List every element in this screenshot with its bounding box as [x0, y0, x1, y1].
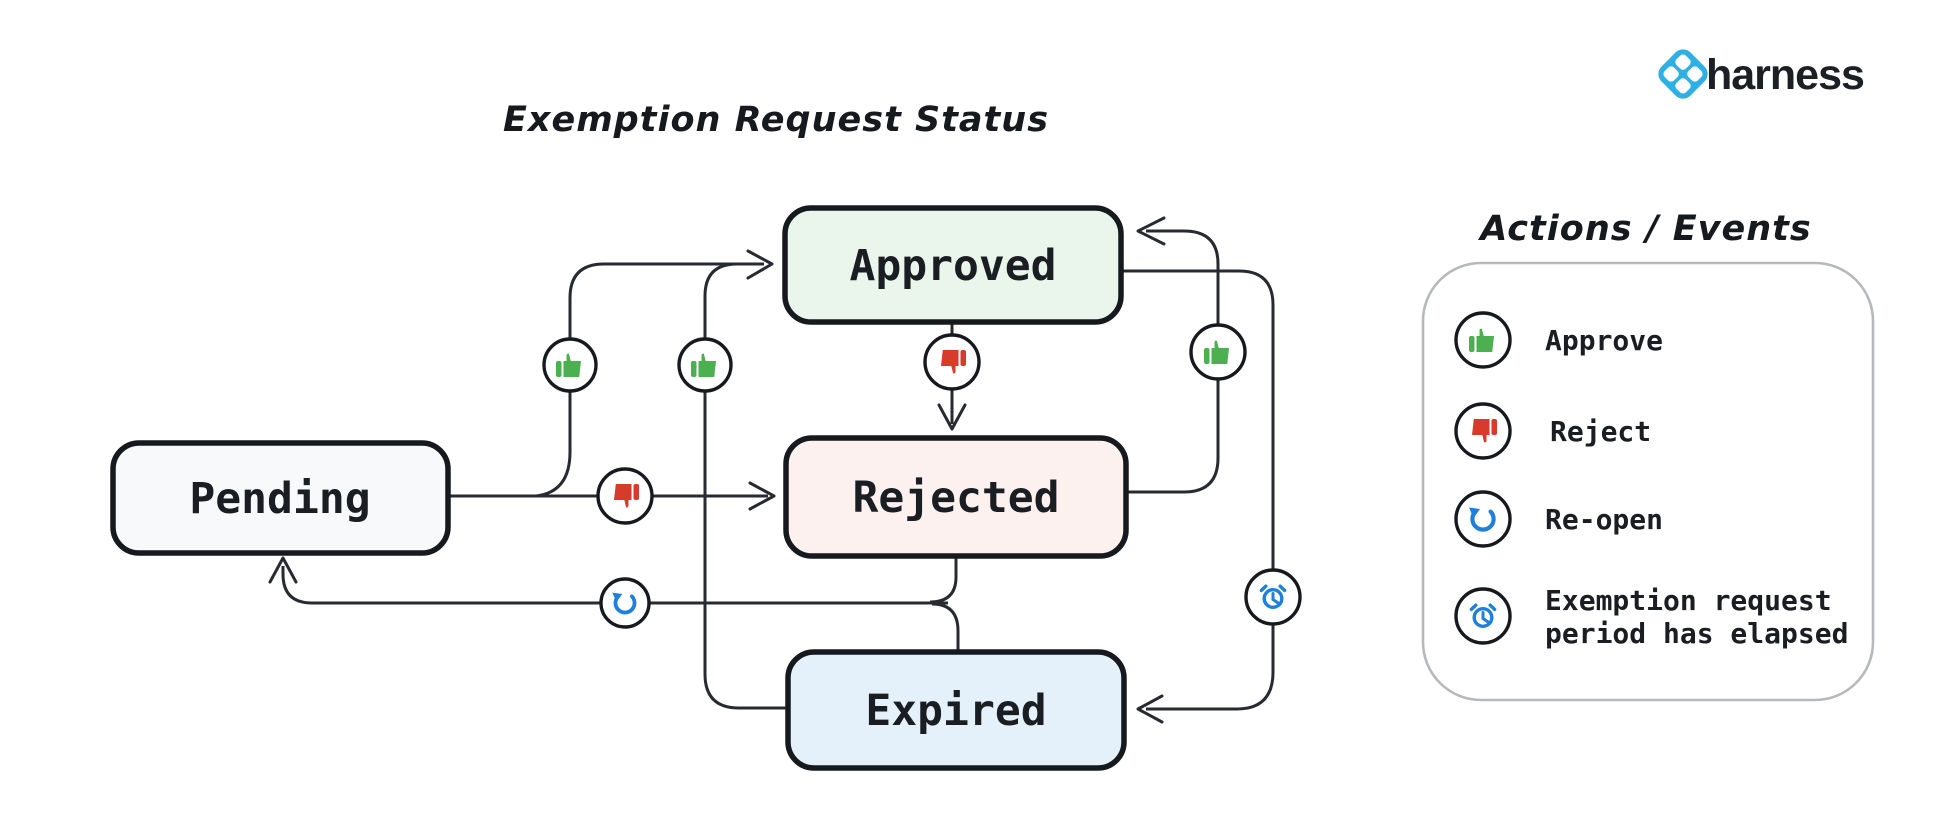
approve-action-rejected-approved — [1189, 323, 1247, 381]
legend-item-reopen: Re-open — [1454, 490, 1663, 548]
node-pending-label: Pending — [189, 474, 370, 524]
node-approved-label: Approved — [849, 241, 1056, 291]
edges — [268, 216, 1275, 724]
legend-item-reject: Reject — [1454, 402, 1651, 460]
edge-reopen-to-pending — [281, 566, 948, 605]
edge-expired-reopen-tail — [931, 602, 960, 651]
elapsed-event-approved-expired — [1244, 568, 1302, 626]
legend-label-reopen: Re-open — [1545, 503, 1663, 536]
legend-title: Actions / Events — [1477, 209, 1811, 249]
arrowhead-into-approved-left — [746, 249, 774, 280]
arrowhead-into-expired-right — [1136, 694, 1164, 724]
legend-label-approve: Approve — [1545, 324, 1663, 357]
edge-action-icons — [542, 323, 1302, 629]
legend-item-elapsed: Exemption request period has elapsed — [1454, 584, 1848, 650]
arrowhead-into-rejected-top — [937, 403, 967, 431]
approve-action-expired-approved — [677, 337, 733, 393]
edge-approved-expired — [1121, 269, 1275, 711]
harness-logo: harness — [1658, 49, 1865, 99]
node-approved: Approved — [782, 205, 1124, 325]
node-pending: Pending — [110, 440, 451, 556]
reject-action-approved-rejected — [923, 333, 981, 391]
reject-action-pending-rejected — [596, 467, 654, 525]
node-expired: Expired — [785, 649, 1127, 771]
arrowhead-into-approved-right — [1136, 216, 1166, 246]
arrowhead-into-pending-bottom — [268, 556, 298, 584]
edge-rejected-reopen-tail — [929, 557, 958, 604]
legend-label-elapsed-line1: Exemption request — [1545, 584, 1832, 617]
arrowhead-into-rejected-left — [748, 481, 776, 511]
node-expired-label: Expired — [865, 686, 1046, 736]
edge-expired-approved — [703, 262, 786, 710]
reopen-action — [599, 577, 651, 629]
approve-action-pending-approved — [542, 337, 598, 393]
legend-label-elapsed-line2: period has elapsed — [1545, 617, 1848, 650]
legend-label-reject: Reject — [1550, 415, 1651, 448]
node-rejected-label: Rejected — [852, 473, 1059, 523]
legend: Actions / Events Approve Reject Re-open — [1421, 209, 1875, 702]
harness-logo-text: harness — [1706, 51, 1864, 99]
node-rejected: Rejected — [783, 435, 1129, 559]
diagram-title: Exemption Request Status — [503, 100, 1049, 140]
harness-logo-icon — [1658, 49, 1708, 99]
legend-box — [1421, 261, 1875, 702]
legend-item-approve: Approve — [1454, 311, 1663, 369]
